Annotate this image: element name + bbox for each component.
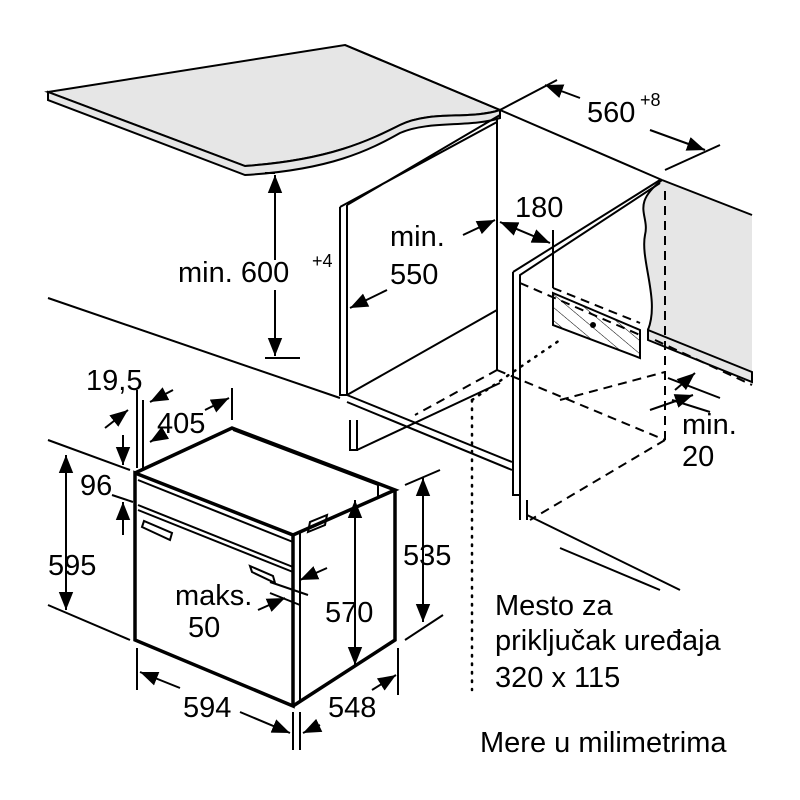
cabinet-height-label: min. 600 (178, 257, 289, 289)
oven-width: 594 (183, 692, 231, 724)
cabinet-frame (47, 44, 753, 692)
inner-height: 570 (325, 597, 373, 629)
control-panel-height: 96 (80, 470, 112, 502)
connection-note-line-2: priključak uređaja (495, 625, 722, 657)
side-height: 535 (403, 540, 451, 572)
oven-height: 595 (48, 550, 96, 582)
top-depth: 405 (157, 408, 205, 440)
oven (133, 426, 400, 709)
max-door-value: 50 (188, 612, 220, 644)
connection-note-line-3: 320 x 115 (495, 662, 620, 694)
connection-offset: 180 (515, 192, 563, 224)
cabinet-height-tolerance: +4 (312, 251, 333, 271)
gap-min-label: min. (682, 409, 737, 441)
right-countertop (642, 179, 753, 384)
units-note: Mere u milimetrima (480, 727, 727, 759)
depth-value: 550 (390, 259, 438, 291)
countertop (44, 43, 503, 177)
connection-note-line-1: Mesto za (495, 590, 614, 622)
depth-min-label: min. (390, 221, 445, 253)
connection-area (552, 230, 641, 360)
cabinet-width-tolerance: +8 (640, 90, 661, 110)
cabinet-width-label: 560 (587, 97, 635, 129)
gap-value: 20 (682, 441, 714, 473)
oven-depth: 548 (328, 692, 376, 724)
max-door-label: maks. (175, 580, 252, 612)
front-panel-thickness: 19,5 (86, 365, 142, 397)
dimension-lines (47, 79, 721, 750)
